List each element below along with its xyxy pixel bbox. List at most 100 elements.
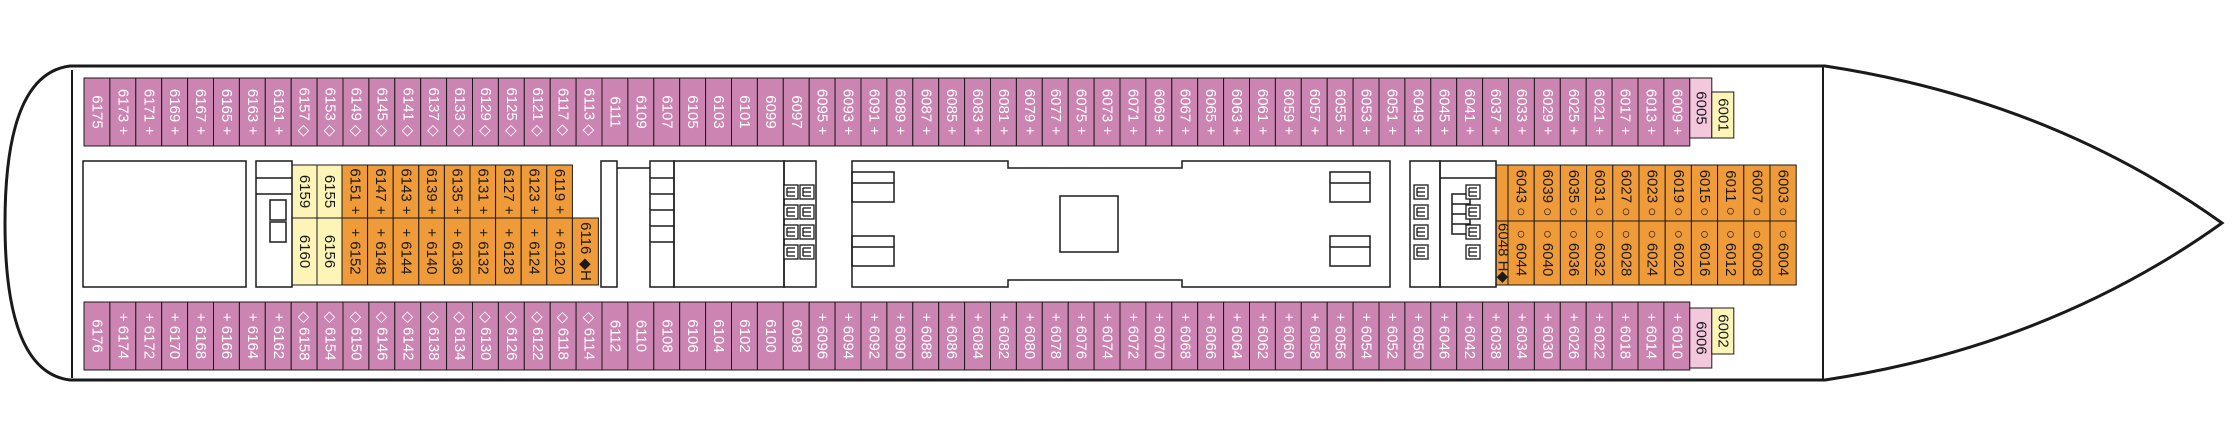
cabin-inside[interactable] [1612, 220, 1640, 286]
cabin-outside[interactable] [1041, 77, 1069, 147]
cabin-inside[interactable] [1533, 220, 1561, 286]
cabin-outside[interactable] [368, 301, 396, 371]
cabin-outside[interactable] [1197, 77, 1225, 147]
cabin-inside[interactable] [291, 164, 318, 219]
cabin-outside[interactable] [912, 301, 940, 371]
cabin-outside[interactable] [756, 301, 784, 371]
cabin-outside[interactable] [420, 77, 448, 147]
cabin-outside[interactable] [860, 77, 888, 147]
cabin-outside[interactable] [912, 77, 940, 147]
cabin-outside[interactable] [264, 77, 292, 147]
cabin-outside[interactable] [523, 301, 551, 371]
cabin-outside[interactable] [938, 77, 966, 147]
cabin-outside[interactable] [1559, 77, 1587, 147]
cabin-outside[interactable] [264, 301, 292, 371]
cabin-outside[interactable] [938, 301, 966, 371]
cabin-inside[interactable] [418, 217, 445, 286]
cabin-outside[interactable] [368, 77, 396, 147]
cabin-outside[interactable] [1637, 77, 1665, 147]
cabin-outside[interactable] [1015, 77, 1043, 147]
cabin-inside[interactable] [1559, 164, 1588, 222]
cabin-outside[interactable] [860, 301, 888, 371]
cabin-inside[interactable] [1717, 164, 1745, 222]
cabin-outside[interactable] [83, 301, 111, 371]
cabin-outside[interactable] [731, 301, 758, 371]
cabin-outside[interactable] [1145, 77, 1173, 147]
cabin-outside[interactable] [342, 301, 370, 371]
cabin-outside[interactable] [187, 77, 215, 147]
cabin-outside[interactable] [446, 77, 474, 147]
cabin-outside[interactable] [575, 301, 603, 371]
cabin-outside[interactable] [1378, 301, 1406, 371]
cabin-inside[interactable] [316, 217, 343, 286]
cabin-outside[interactable] [1249, 301, 1276, 371]
cabin-inside[interactable] [1769, 220, 1797, 286]
cabin-outside[interactable] [109, 301, 137, 371]
cabin-outside[interactable] [1093, 301, 1121, 371]
cabin-outside[interactable] [523, 77, 551, 147]
cabin-inside[interactable] [291, 217, 318, 286]
cabin-outside[interactable] [1274, 301, 1302, 371]
cabin-inside[interactable] [520, 217, 548, 286]
cabin-outside[interactable] [1404, 301, 1432, 371]
cabin-outside[interactable] [756, 77, 784, 147]
cabin-outside[interactable] [472, 301, 499, 371]
cabin-outside[interactable] [1145, 301, 1173, 371]
cabin-outside[interactable] [575, 77, 603, 147]
cabin-inside[interactable] [1690, 220, 1719, 286]
cabin-outside[interactable] [1119, 77, 1147, 147]
cabin-inside[interactable] [469, 164, 497, 219]
cabin-outside[interactable] [705, 301, 732, 371]
cabin-outside[interactable] [601, 77, 629, 147]
cabin-outside[interactable] [1611, 301, 1639, 371]
cabin-outside[interactable] [83, 77, 111, 147]
cabin-inside[interactable] [367, 217, 394, 286]
cabin-inside[interactable] [392, 164, 420, 219]
cabin-outside[interactable] [1456, 77, 1484, 147]
cabin-outside[interactable] [109, 77, 137, 147]
cabin-outside[interactable] [238, 301, 266, 371]
cabin-inside[interactable] [546, 164, 573, 219]
cabin-outside[interactable] [834, 301, 862, 371]
cabin-inside[interactable] [1664, 220, 1692, 286]
cabin-outside[interactable] [1508, 77, 1535, 147]
cabin-outside[interactable] [290, 301, 318, 371]
cabin-outside[interactable] [1404, 77, 1432, 147]
cabin-outside[interactable] [135, 301, 163, 371]
cabin-inside[interactable] [1586, 220, 1614, 286]
cabin-inside[interactable] [1743, 220, 1771, 286]
cabin-outside[interactable] [497, 77, 525, 147]
cabin-inside[interactable] [1507, 164, 1535, 222]
cabin-inside[interactable] [1533, 164, 1561, 222]
cabin-outside[interactable] [420, 301, 448, 371]
cabin-outside[interactable] [1533, 77, 1561, 147]
cabin-inside[interactable] [1507, 220, 1535, 286]
cabin-outside[interactable] [1300, 77, 1328, 147]
cabin-outside[interactable] [627, 77, 655, 147]
cabin-outside[interactable] [1223, 301, 1250, 371]
cabin-outside[interactable] [446, 301, 474, 371]
cabin-inside[interactable] [316, 164, 343, 219]
cabin-outside[interactable] [1482, 77, 1509, 147]
cabin-outside[interactable] [238, 77, 266, 147]
cabin-outside[interactable] [705, 77, 732, 147]
cabin-inside[interactable] [520, 164, 548, 219]
cabin-outside[interactable] [1711, 91, 1735, 139]
cabin-inside[interactable] [1638, 220, 1666, 286]
cabin-outside[interactable] [886, 77, 914, 147]
cabin-outside[interactable] [653, 77, 681, 147]
cabin-outside[interactable] [1585, 301, 1613, 371]
cabin-outside[interactable] [497, 301, 525, 371]
cabin-inside[interactable] [1717, 220, 1745, 286]
cabin-outside[interactable] [394, 77, 422, 147]
cabin-outside[interactable] [808, 77, 836, 147]
cabin-outside[interactable] [1171, 301, 1199, 371]
cabin-outside[interactable] [1300, 301, 1328, 371]
cabin-outside[interactable] [782, 77, 810, 147]
cabin-outside[interactable] [1041, 301, 1069, 371]
cabin-inside[interactable] [1664, 164, 1692, 222]
cabin-outside[interactable] [1508, 301, 1535, 371]
cabin-outside[interactable] [1663, 301, 1691, 371]
cabin-outside[interactable] [808, 301, 836, 371]
cabin-outside[interactable] [1249, 77, 1276, 147]
